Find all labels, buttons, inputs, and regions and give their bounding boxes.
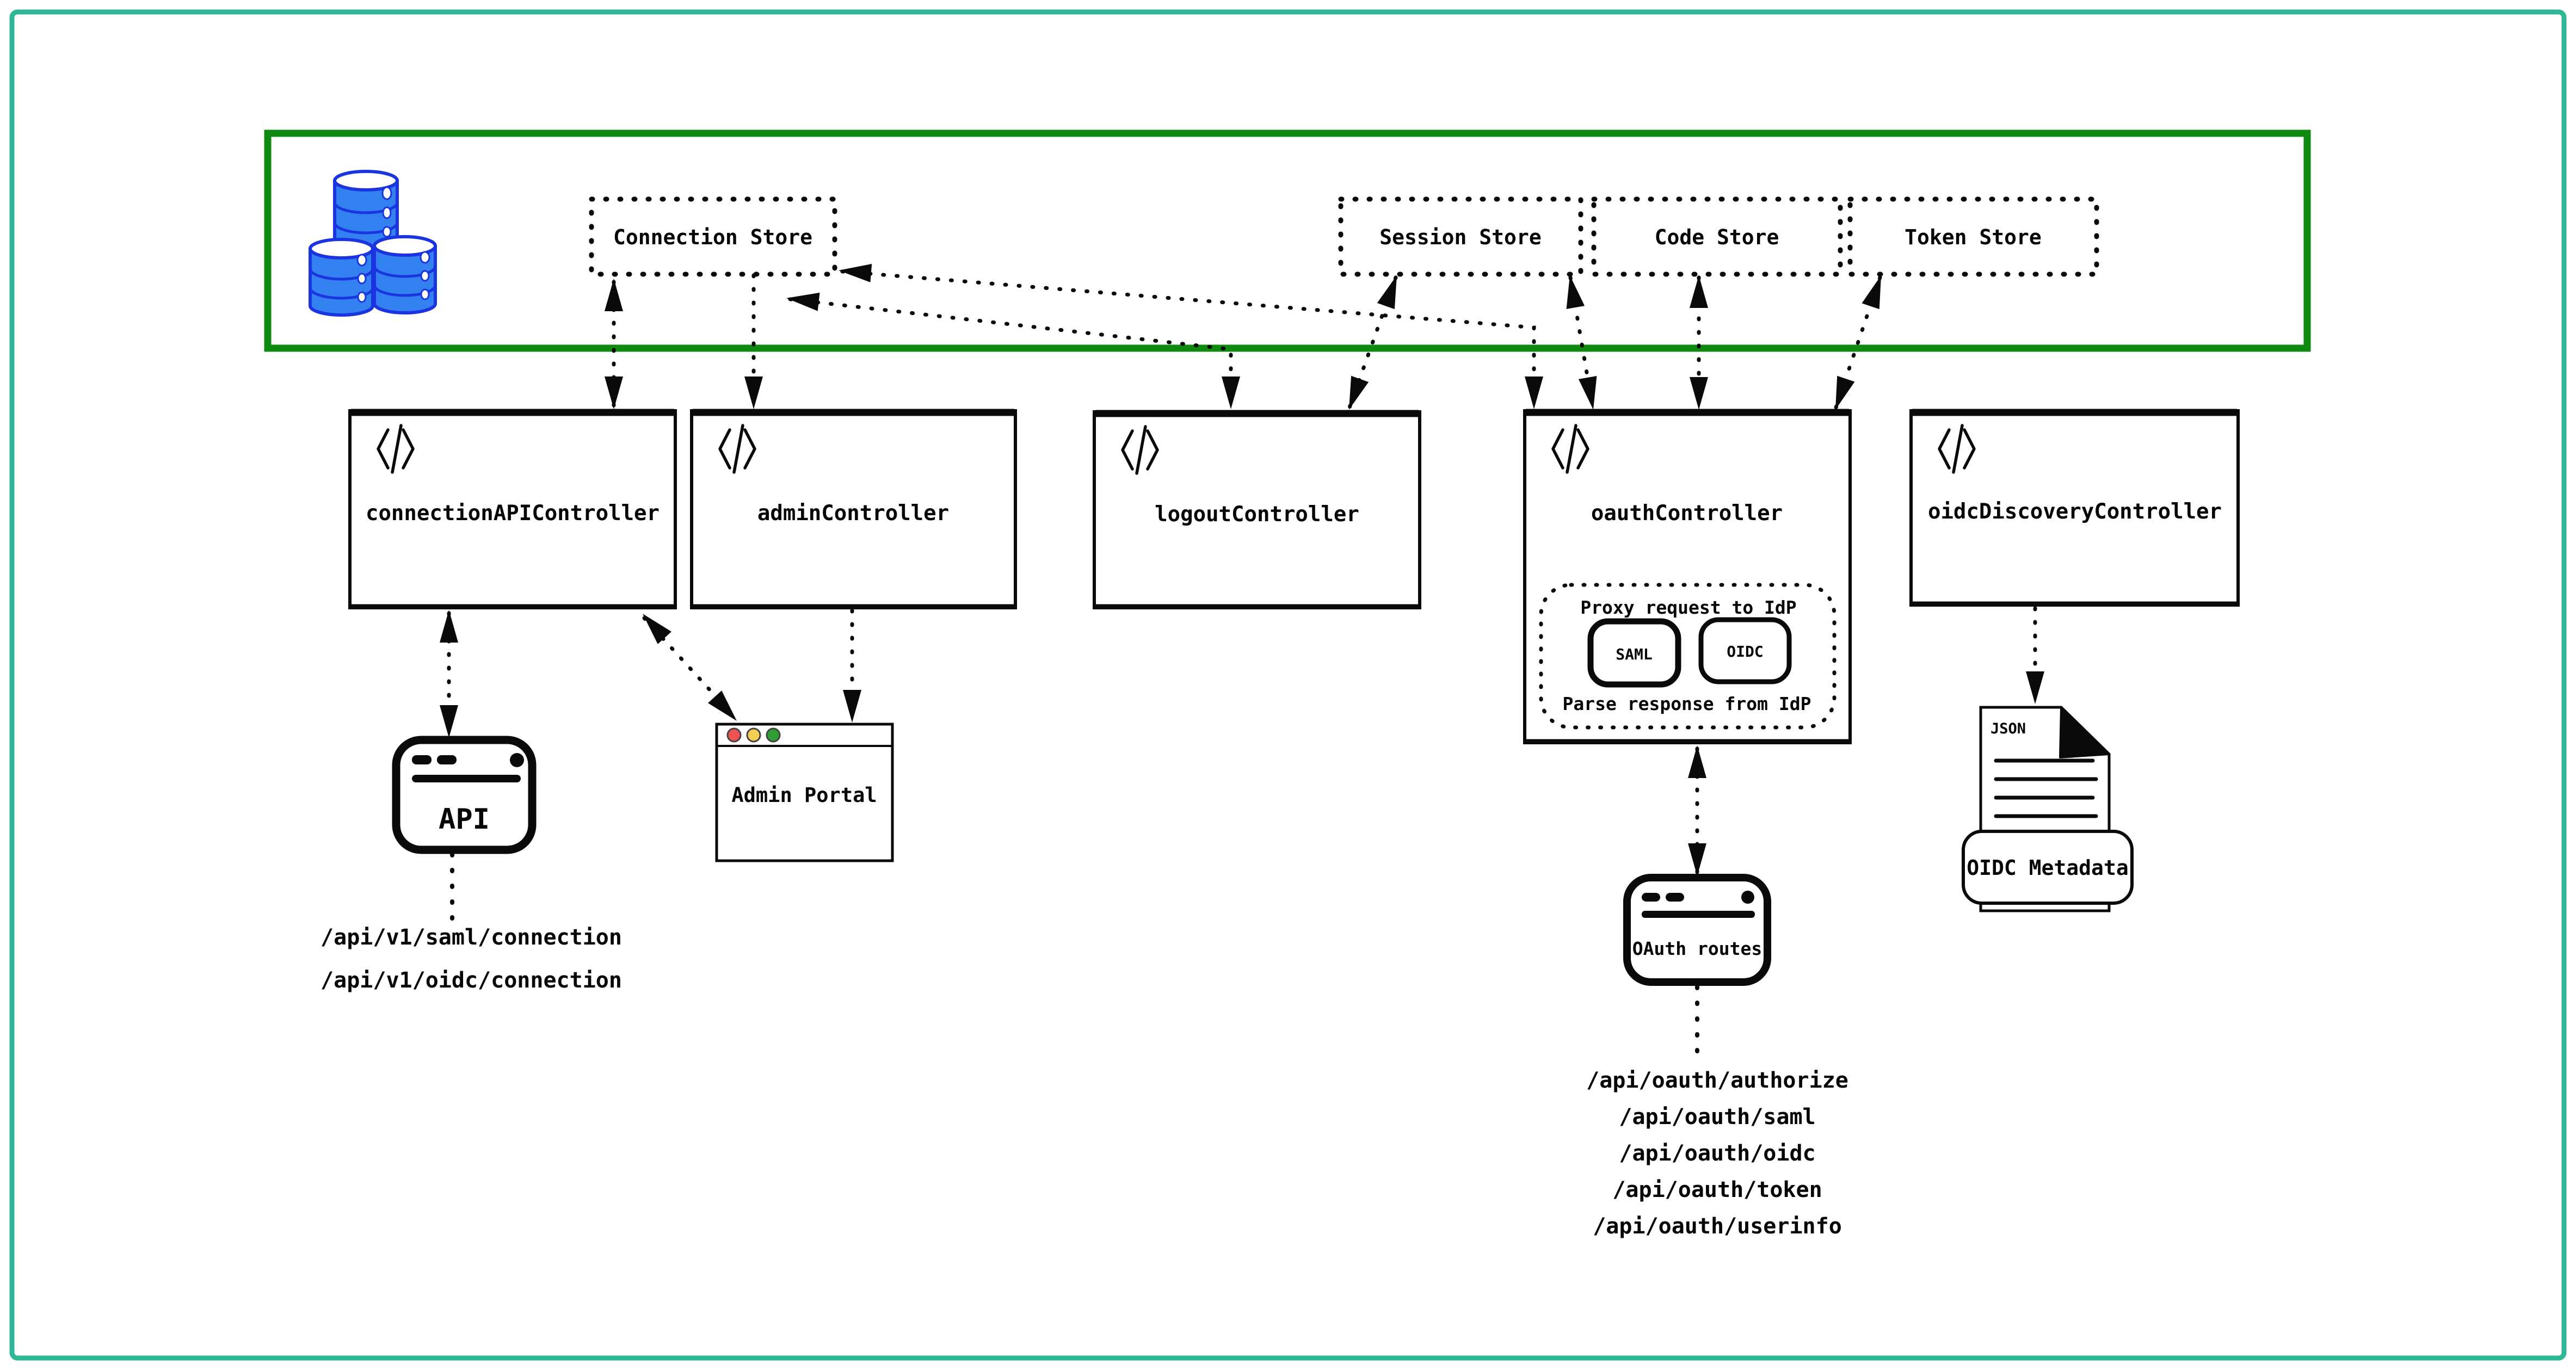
oidc-protocol-label: OIDC — [1727, 643, 1763, 661]
api-route: /api/v1/oidc/connection — [321, 968, 622, 993]
store-session: Session Store — [1338, 196, 1583, 277]
idp-proxy-box: Proxy request to IdP SAML OIDC Parse res… — [1539, 583, 1837, 730]
store-connection-label: Connection Store — [613, 225, 812, 249]
arrow-connectionapicontroller-adminportal — [642, 614, 737, 721]
oauth-route: /api/oauth/authorize — [1586, 1068, 1848, 1093]
controller-logout-label: logoutController — [1155, 502, 1359, 527]
oidc-metadata-banner — [1962, 830, 2134, 905]
arrow-oauthcontroller-oauthroutes — [1688, 745, 1706, 876]
store-connection: Connection Store — [589, 196, 837, 277]
store-session-label: Session Store — [1379, 225, 1541, 249]
arrow-connectionstore-admincontroller — [744, 273, 763, 409]
arrow-sessionstore-logoutcontroller — [1347, 275, 1398, 410]
controller-oauth-label: oauthController — [1591, 501, 1783, 526]
controller-oidc-discovery-label: oidcDiscoveryController — [1928, 499, 2222, 524]
canvas-frame — [9, 9, 2567, 1361]
code-icon — [1938, 424, 1976, 474]
json-doc-filetype: JSON — [1990, 720, 2026, 737]
oidc-protocol-box — [1698, 617, 1792, 684]
oauth-routes-label: OAuth routes — [1632, 938, 1762, 959]
store-code-label: Code Store — [1655, 225, 1779, 249]
arrow-connectionstore-connectionapicontroller — [605, 279, 623, 409]
window-maximize-dot — [766, 727, 781, 743]
store-token-label: Token Store — [1905, 225, 2042, 249]
oauth-route: /api/oauth/userinfo — [1593, 1214, 1842, 1239]
oauth-route: /api/oauth/oidc — [1619, 1141, 1815, 1166]
arrow-tokenstore-oauthcontroller — [1834, 275, 1882, 410]
arrow-sessionstore-oauthcontroller — [1566, 275, 1597, 410]
idp-proxy-footer: Parse response from IdP — [1563, 693, 1811, 714]
arrow-codestore-oauthcontroller — [1690, 275, 1708, 410]
api-route: /api/v1/saml/connection — [321, 925, 622, 950]
saml-protocol-box — [1587, 618, 1681, 688]
oidc-metadata-label: OIDC Metadata — [1967, 856, 2128, 880]
controller-connection-api: connectionAPIController — [348, 409, 677, 609]
window-close-dot — [726, 727, 742, 743]
arrow-oidcdiscovery-jsondoc — [2026, 606, 2044, 704]
saml-protocol-label: SAML — [1616, 645, 1652, 663]
oauth-route: /api/oauth/token — [1612, 1177, 1822, 1202]
controller-connection-api-label: connectionAPIController — [366, 501, 660, 526]
oauth-routes-icon: OAuth routes — [1623, 874, 1771, 986]
store-code: Code Store — [1591, 196, 1843, 277]
controller-admin: adminController — [690, 409, 1017, 609]
controller-oidc-discovery: oidcDiscoveryController — [1909, 409, 2240, 607]
arrow-admincontroller-adminportal — [843, 608, 861, 723]
arrow-logoutcontroller-connectionstore — [786, 292, 1240, 409]
oauth-route: /api/oauth/saml — [1619, 1104, 1815, 1130]
code-icon — [718, 424, 756, 474]
admin-portal-window: Admin Portal — [715, 723, 894, 862]
idp-proxy-title: Proxy request to IdP — [1580, 597, 1796, 618]
database-icon — [309, 170, 437, 317]
code-icon — [377, 424, 415, 474]
json-document-icon: JSON OIDC Metadata — [1962, 706, 2134, 912]
code-icon — [1121, 425, 1159, 475]
controller-logout: logoutController — [1093, 410, 1421, 609]
arrow-oauthcontroller-connectionstore — [839, 263, 1543, 409]
controller-admin-label: adminController — [757, 501, 949, 526]
controller-oauth: oauthController Proxy request to IdP SAM… — [1523, 409, 1852, 744]
api-client-icon: API — [392, 736, 537, 854]
api-client-label: API — [439, 803, 490, 836]
code-icon — [1551, 424, 1589, 474]
arrow-connectionapicontroller-api — [440, 610, 458, 738]
window-minimize-dot — [746, 727, 761, 743]
admin-portal-label: Admin Portal — [731, 783, 877, 807]
store-token: Token Store — [1847, 196, 2099, 277]
